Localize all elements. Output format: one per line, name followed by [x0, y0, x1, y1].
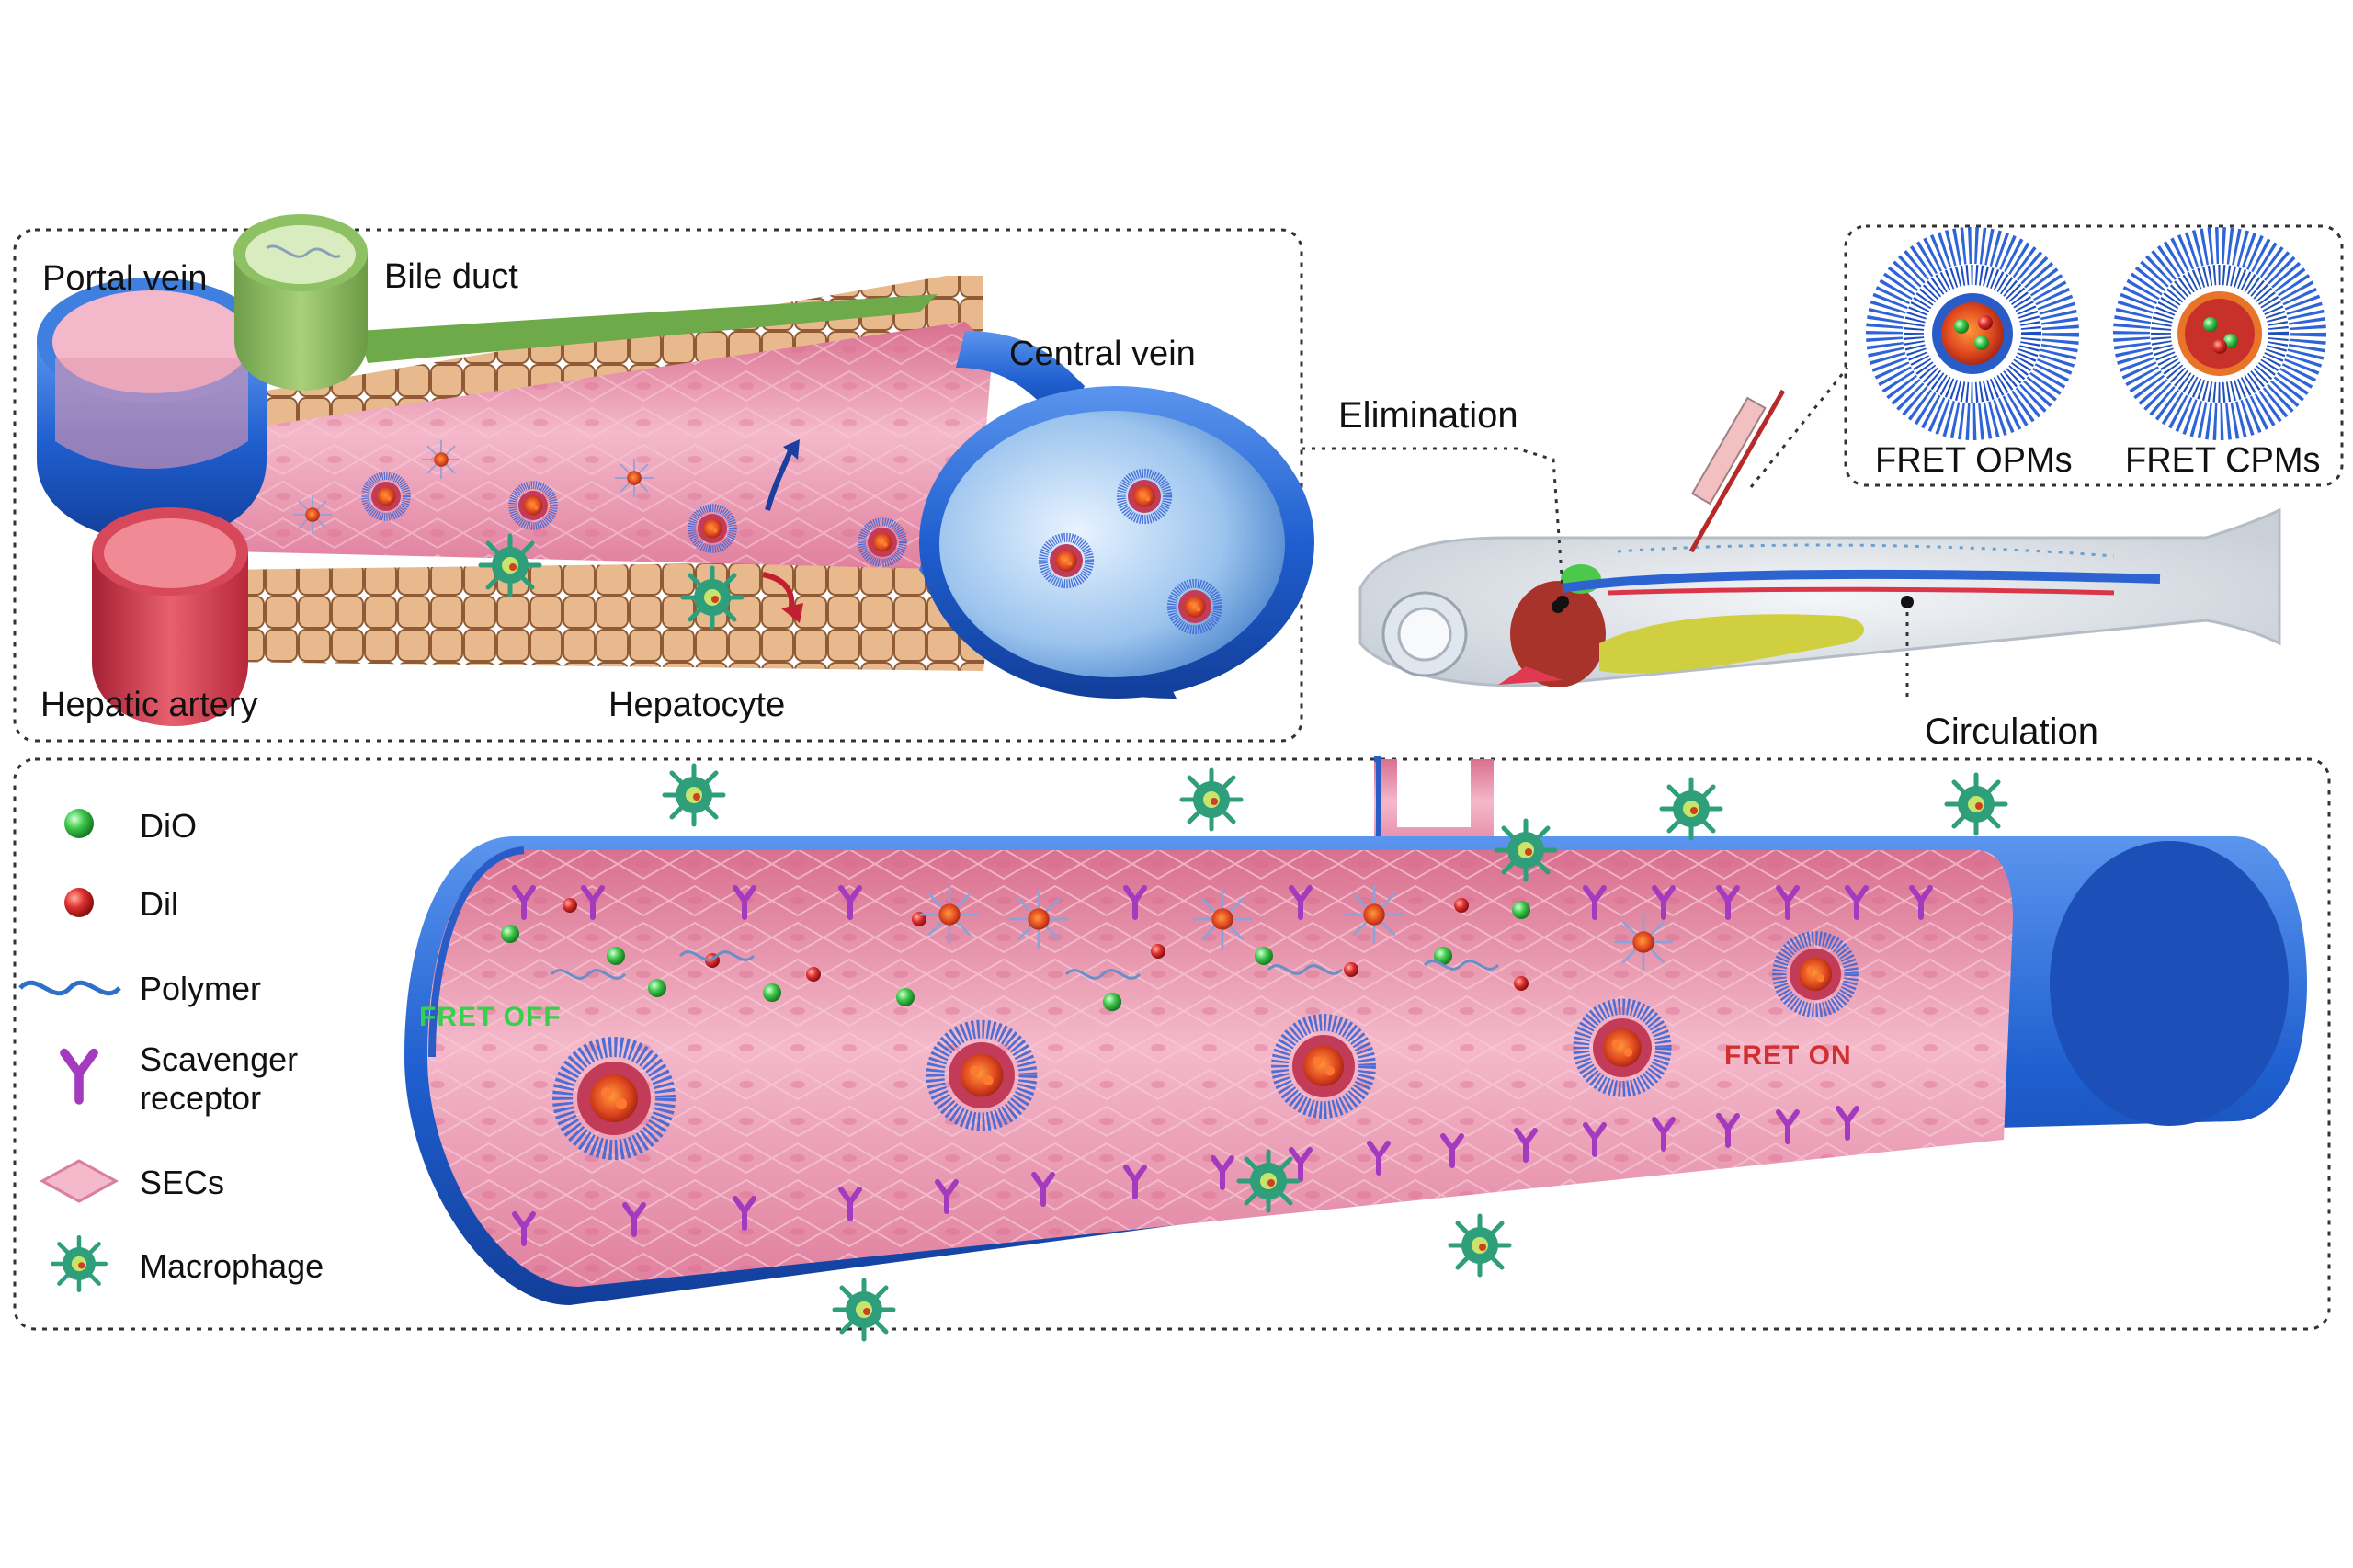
macrophage-cell — [481, 536, 540, 595]
bile-duct — [233, 214, 368, 391]
hepatic-artery — [92, 507, 248, 726]
syringe — [1688, 389, 1786, 553]
label-fret-opms: FRET OPMs — [1875, 441, 2073, 480]
label-hepatic-artery: Hepatic artery — [40, 686, 258, 724]
legend-macrophage-icon — [52, 1237, 106, 1290]
legend-secs: SECs — [140, 1164, 225, 1201]
legend-scavenger-line2: receptor — [140, 1079, 262, 1118]
macrophage-cell — [1496, 821, 1555, 880]
macrophage-cell — [835, 1280, 893, 1339]
legend-secs-icon — [39, 1159, 119, 1203]
label-fret-off: FRET OFF — [419, 1002, 562, 1032]
label-hepatocyte: Hepatocyte — [608, 686, 786, 724]
macrophage-cell — [1239, 1152, 1298, 1210]
fret-opm-illustration — [1866, 227, 2079, 440]
legend-macrophage: Macrophage — [140, 1247, 324, 1285]
macrophage-cell — [665, 766, 723, 824]
fret-cpm-illustration — [2113, 227, 2326, 440]
zebrafish — [1358, 507, 2281, 687]
legend-scavenger-line1: Scavenger — [140, 1040, 299, 1078]
hepatocyte-plate-lower — [211, 561, 993, 671]
label-fret-on: FRET ON — [1724, 1040, 1852, 1071]
portal-vein — [37, 278, 267, 542]
legend-polymer: Polymer — [140, 970, 262, 1007]
label-portal-vein: Portal vein — [42, 259, 208, 298]
legend-scavenger-receptor: Scavenger receptor — [140, 1040, 298, 1119]
lobule-panel-frame — [13, 228, 1303, 743]
micelle-inset-frame — [1844, 224, 2344, 487]
legend-polymer-icon — [18, 980, 121, 996]
legend-dio-icon — [64, 809, 94, 838]
macrophage-cell — [1947, 775, 2006, 834]
label-fret-cpms: FRET CPMs — [2125, 441, 2321, 480]
label-circulation: Circulation — [1925, 711, 2098, 752]
legend-dil-icon — [64, 888, 94, 917]
macrophage-cell — [1182, 770, 1241, 829]
vessel-panel-frame — [13, 757, 2331, 1331]
label-bile-duct: Bile duct — [384, 257, 518, 296]
label-elimination: Elimination — [1338, 395, 1518, 436]
macrophage-cell — [1450, 1216, 1509, 1275]
macrophage-cell — [683, 568, 742, 627]
legend-dil: Dil — [140, 885, 178, 923]
macrophage-cell — [1662, 779, 1721, 838]
legend-scavenger-receptor-icon — [64, 1053, 94, 1100]
label-central-vein: Central vein — [1009, 335, 1196, 373]
legend-dio: DiO — [140, 807, 197, 845]
